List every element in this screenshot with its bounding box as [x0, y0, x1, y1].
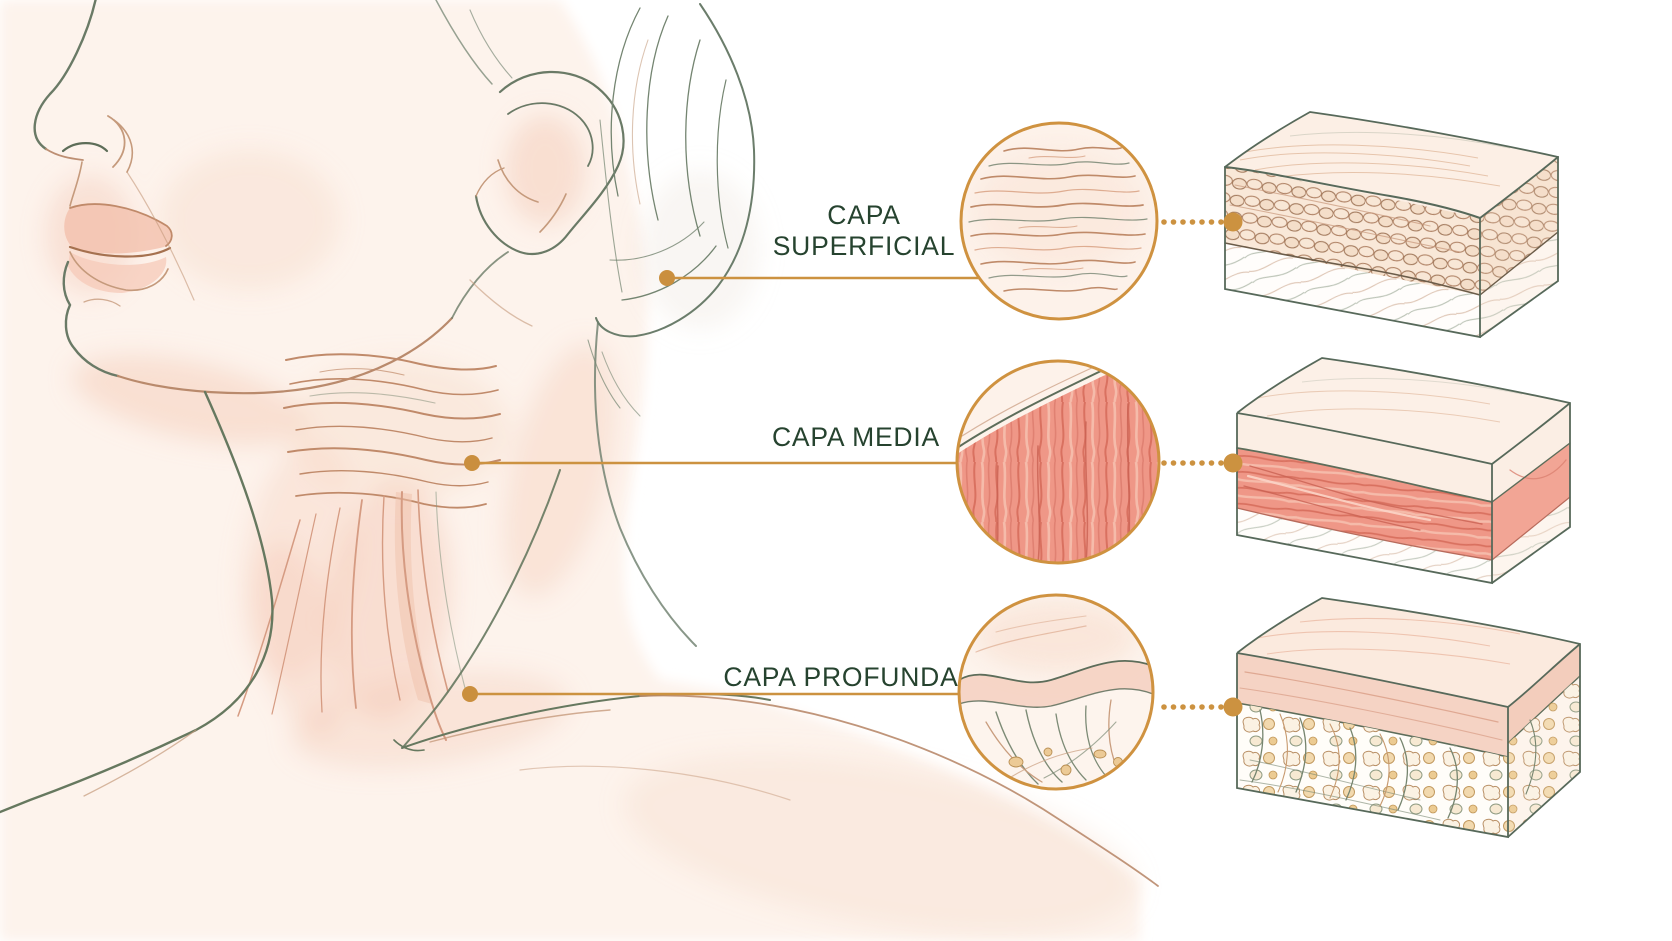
zoom-circle-superficial: [959, 121, 1159, 321]
neck-illustration: [0, 0, 1159, 941]
zoom-circle-profunda: [957, 593, 1155, 791]
label-line: CAPA: [827, 200, 901, 230]
skin-block-media: [1236, 357, 1571, 585]
dotted-connector-media: [1161, 453, 1243, 473]
label-line: SUPERFICIAL: [772, 231, 956, 261]
label-line: CAPA MEDIA: [771, 422, 941, 452]
hair-bun: [435, 0, 756, 647]
ear: [474, 70, 625, 256]
anchor-dot-media: [464, 455, 480, 471]
skin-block-superficial: [1224, 111, 1559, 339]
block-anchor-dot: [1223, 212, 1243, 232]
dotted-connector-profunda: [1161, 697, 1243, 717]
callout-profunda: [462, 686, 959, 702]
label-capa-superficial: CAPA SUPERFICIAL: [739, 200, 989, 262]
block-anchor-dot: [1223, 697, 1243, 717]
callout-lines: [462, 270, 978, 702]
zoom-circle-border: [957, 593, 1155, 791]
dotted-connector-superficial: [1161, 212, 1243, 232]
anchor-dot-profunda: [462, 686, 478, 702]
zoom-circle-border: [955, 359, 1161, 565]
dotted-connectors: [1161, 212, 1243, 717]
callout-superficial: [659, 270, 978, 286]
block-anchor-dot: [1223, 453, 1243, 473]
lips: [64, 204, 173, 293]
skin-block-profunda: [1236, 597, 1581, 839]
anchor-dot-superficial: [659, 270, 675, 286]
zoom-circle-border: [959, 121, 1159, 321]
label-line: CAPA PROFUNDA: [723, 662, 959, 692]
face-profile: [33, 0, 533, 395]
zoom-circle-media: [955, 359, 1161, 565]
label-capa-media: CAPA MEDIA: [731, 422, 981, 453]
neck-wrinkle-lines: [283, 353, 501, 509]
callout-media: [464, 455, 957, 471]
label-capa-profunda: CAPA PROFUNDA: [716, 662, 966, 693]
